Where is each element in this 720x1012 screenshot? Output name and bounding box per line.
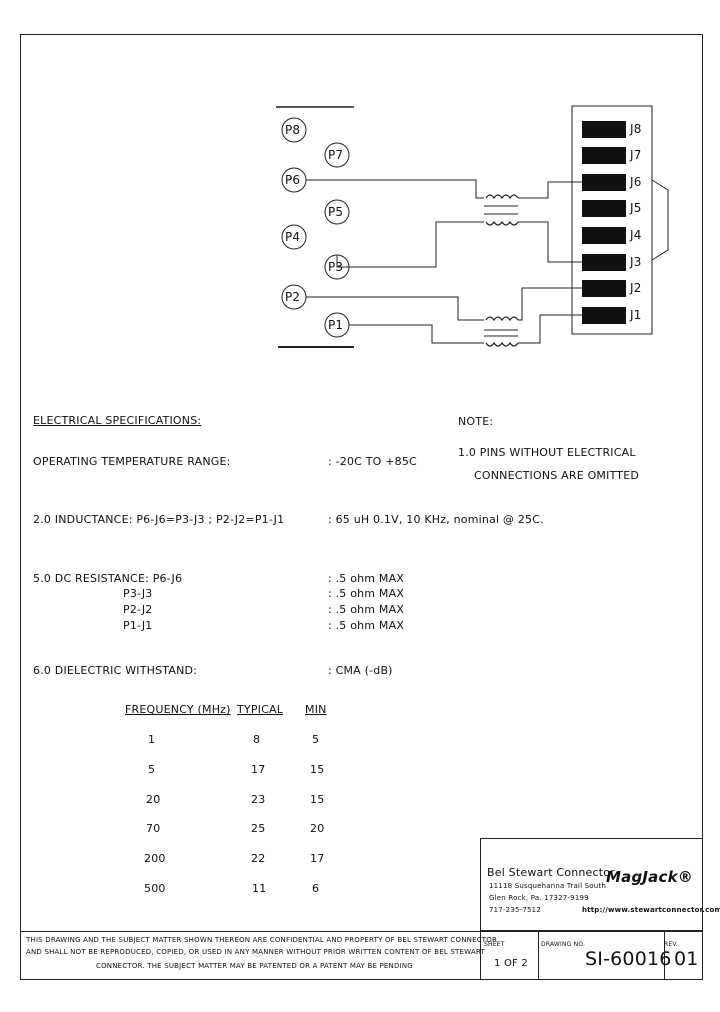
specs-heading: ELECTRICAL SPECIFICATIONS: (33, 414, 202, 427)
pin-label-p4: P4 (285, 230, 301, 244)
pin-label-p6: P6 (285, 173, 301, 187)
pin-label-p5: P5 (328, 205, 344, 219)
wiring (306, 179, 582, 344)
jack-tab (651, 179, 669, 261)
pin-label-p7: P7 (328, 148, 344, 162)
dcr-value: : .5 ohm MAX (328, 619, 405, 632)
dielectric-label: 6.0 DIELECTRIC WITHSTAND: (33, 664, 198, 677)
drawing-number: SI-60016 (585, 948, 672, 970)
inductance-label: 2.0 INDUCTANCE: P6-J6=P3-J3 ; P2-J2=P1-J… (33, 513, 285, 526)
company-name: Bel Stewart Connector (487, 866, 615, 879)
pin-label-p1: P1 (328, 318, 344, 332)
table-cell: 70 (146, 822, 161, 835)
pin-label-j6: J6 (630, 175, 642, 189)
table-cell: 5 (148, 763, 156, 776)
pin-p4-circle (281, 224, 307, 250)
op-temp-value: : -20C TO +85C (328, 455, 417, 468)
pin-label-p3: P3 (328, 260, 344, 274)
table-cell: 20 (310, 822, 325, 835)
table-cell: 5 (312, 733, 320, 746)
dcr-pair: P3-J3 (123, 587, 153, 600)
pin-label-p8: P8 (285, 123, 301, 137)
dcr-label: 5.0 DC RESISTANCE: P6-J6 (33, 572, 183, 585)
table-cell: 20 (146, 793, 161, 806)
revision-value: 01 (674, 948, 699, 970)
table-cell: 6 (312, 882, 320, 895)
pin-label-j8: J8 (630, 122, 642, 136)
jack-outline (571, 105, 653, 335)
pin-p5-circle (324, 199, 350, 225)
company-block (480, 838, 703, 931)
table-cell: 23 (251, 793, 266, 806)
disclaimer-line-3: CONNECTOR. THE SUBJECT MATTER MAY BE PAT… (96, 962, 413, 970)
table-header-min: MIN (305, 703, 327, 716)
revision-label: REV. (664, 941, 678, 948)
disclaimer-block (20, 931, 703, 980)
pin-p8-circle (281, 117, 307, 143)
contact-j6 (582, 174, 626, 191)
pin-label-p2: P2 (285, 290, 301, 304)
dcr-pair: P1-J1 (123, 619, 153, 632)
table-cell: 1 (148, 733, 156, 746)
notes-line-2: CONNECTIONS ARE OMITTED (474, 469, 640, 482)
dcr-value: : .5 ohm MAX (328, 587, 405, 600)
pin-label-j2: J2 (630, 281, 642, 295)
contact-j8 (582, 121, 626, 138)
disclaimer-line-1: THIS DRAWING AND THE SUBJECT MATTER SHOW… (26, 936, 498, 944)
table-cell: 11 (252, 882, 267, 895)
pin-label-j1: J1 (630, 308, 642, 322)
contact-j1 (582, 307, 626, 324)
pin-label-j5: J5 (630, 201, 642, 215)
p-pin-circles (281, 117, 350, 338)
contact-j3 (582, 254, 626, 271)
dcr-value-p6: : .5 ohm MAX (328, 572, 405, 585)
table-cell: 17 (251, 763, 266, 776)
sheet-value: 1 OF 2 (494, 958, 528, 969)
disclaimer-line-2: AND SHALL NOT BE REPRODUCED, COPIED, OR … (26, 948, 485, 956)
magjack-logo: MagJack® (606, 868, 693, 886)
company-website[interactable]: http://www.stewartconnector.com (582, 906, 720, 914)
op-temp-label: OPERATING TEMPERATURE RANGE: (33, 455, 231, 468)
contact-j7 (582, 147, 626, 164)
pin-label-j3: J3 (630, 255, 642, 269)
notes-heading: NOTE: (458, 415, 494, 428)
table-cell: 500 (144, 882, 166, 895)
contact-j5 (582, 200, 626, 217)
dcr-pair: P2-J2 (123, 603, 153, 616)
pin-p7-circle (324, 142, 350, 168)
drawing-number-label: DRAWING NO. (541, 941, 586, 948)
notes-line-1: 1.0 PINS WITHOUT ELECTRICAL (458, 446, 636, 459)
jack-contacts (582, 121, 626, 324)
contact-j4 (582, 227, 626, 244)
company-address-2: Glen Rock, Pa. 17327-9199 (489, 894, 589, 902)
dielectric-value: : CMA (-dB) (328, 664, 393, 677)
table-header-typical: TYPICAL (237, 703, 284, 716)
table-cell: 8 (253, 733, 261, 746)
transformer-coils (485, 194, 519, 347)
table-cell: 25 (251, 822, 266, 835)
table-cell: 22 (251, 852, 266, 865)
pin-label-j7: J7 (630, 148, 642, 162)
table-cell: 15 (310, 793, 325, 806)
table-cell: 200 (144, 852, 166, 865)
company-address-1: 11118 Susquehanna Trail South (489, 882, 606, 890)
pin-label-j4: J4 (630, 228, 642, 242)
sheet-label: SHEET (484, 941, 505, 948)
table-header-frequency: FREQUENCY (MHz) (125, 703, 231, 716)
table-cell: 15 (310, 763, 325, 776)
contact-j2 (582, 280, 626, 297)
table-cell: 17 (310, 852, 325, 865)
company-phone: 717-235-7512 (489, 906, 541, 914)
dcr-value: : .5 ohm MAX (328, 603, 405, 616)
inductance-value: : 65 uH 0.1V, 10 KHz, nominal @ 25C. (328, 513, 544, 526)
